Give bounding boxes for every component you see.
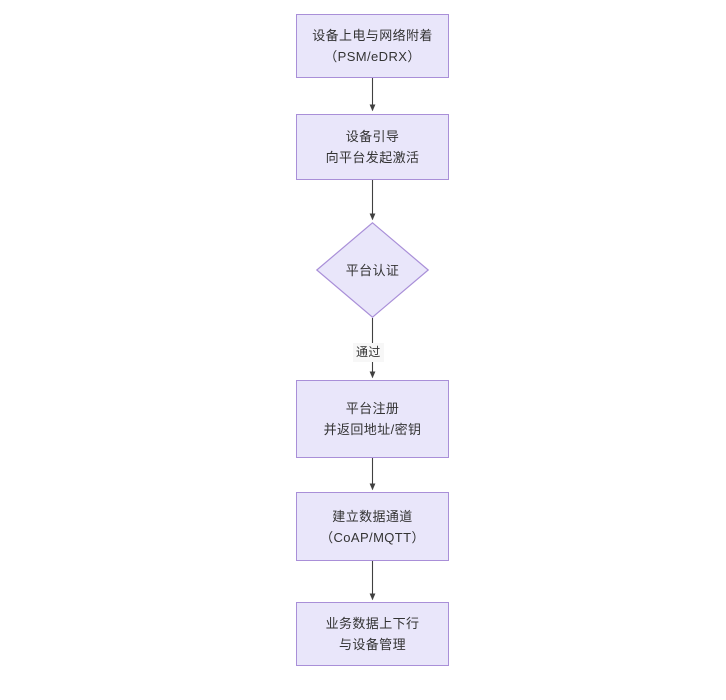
node-label-line1: 平台认证 — [345, 262, 400, 278]
node-device-bootstrap[interactable]: 设备引导 向平台发起激活 — [296, 114, 449, 180]
node-label-line1: 设备上电与网络附着 — [312, 28, 433, 43]
node-data-channel[interactable]: 建立数据通道 （CoAP/MQTT） — [296, 492, 449, 561]
node-label-line2: （CoAP/MQTT） — [320, 529, 425, 545]
node-label-line1: 平台注册 — [345, 401, 400, 416]
edge-label-text: 通过 — [356, 345, 381, 359]
node-platform-register[interactable]: 平台注册 并返回地址/密钥 — [296, 380, 449, 458]
node-business-data[interactable]: 业务数据上下行 与设备管理 — [296, 602, 449, 666]
node-label-line2: （PSM/eDRX） — [324, 49, 421, 64]
node-label-line1: 设备引导 — [345, 129, 400, 144]
diamond-shape — [316, 222, 429, 318]
node-label-line1: 业务数据上下行 — [325, 616, 420, 631]
node-label-line1: 建立数据通道 — [332, 508, 413, 524]
node-device-power-on[interactable]: 设备上电与网络附着 （PSM/eDRX） — [296, 14, 449, 78]
node-label-line2: 向平台发起激活 — [325, 150, 420, 165]
node-platform-auth[interactable]: 平台认证 — [316, 222, 429, 318]
node-label-line2: 与设备管理 — [338, 637, 406, 652]
node-label-line2: 并返回地址/密钥 — [323, 422, 422, 437]
edge-label-pass: 通过 — [353, 343, 384, 362]
